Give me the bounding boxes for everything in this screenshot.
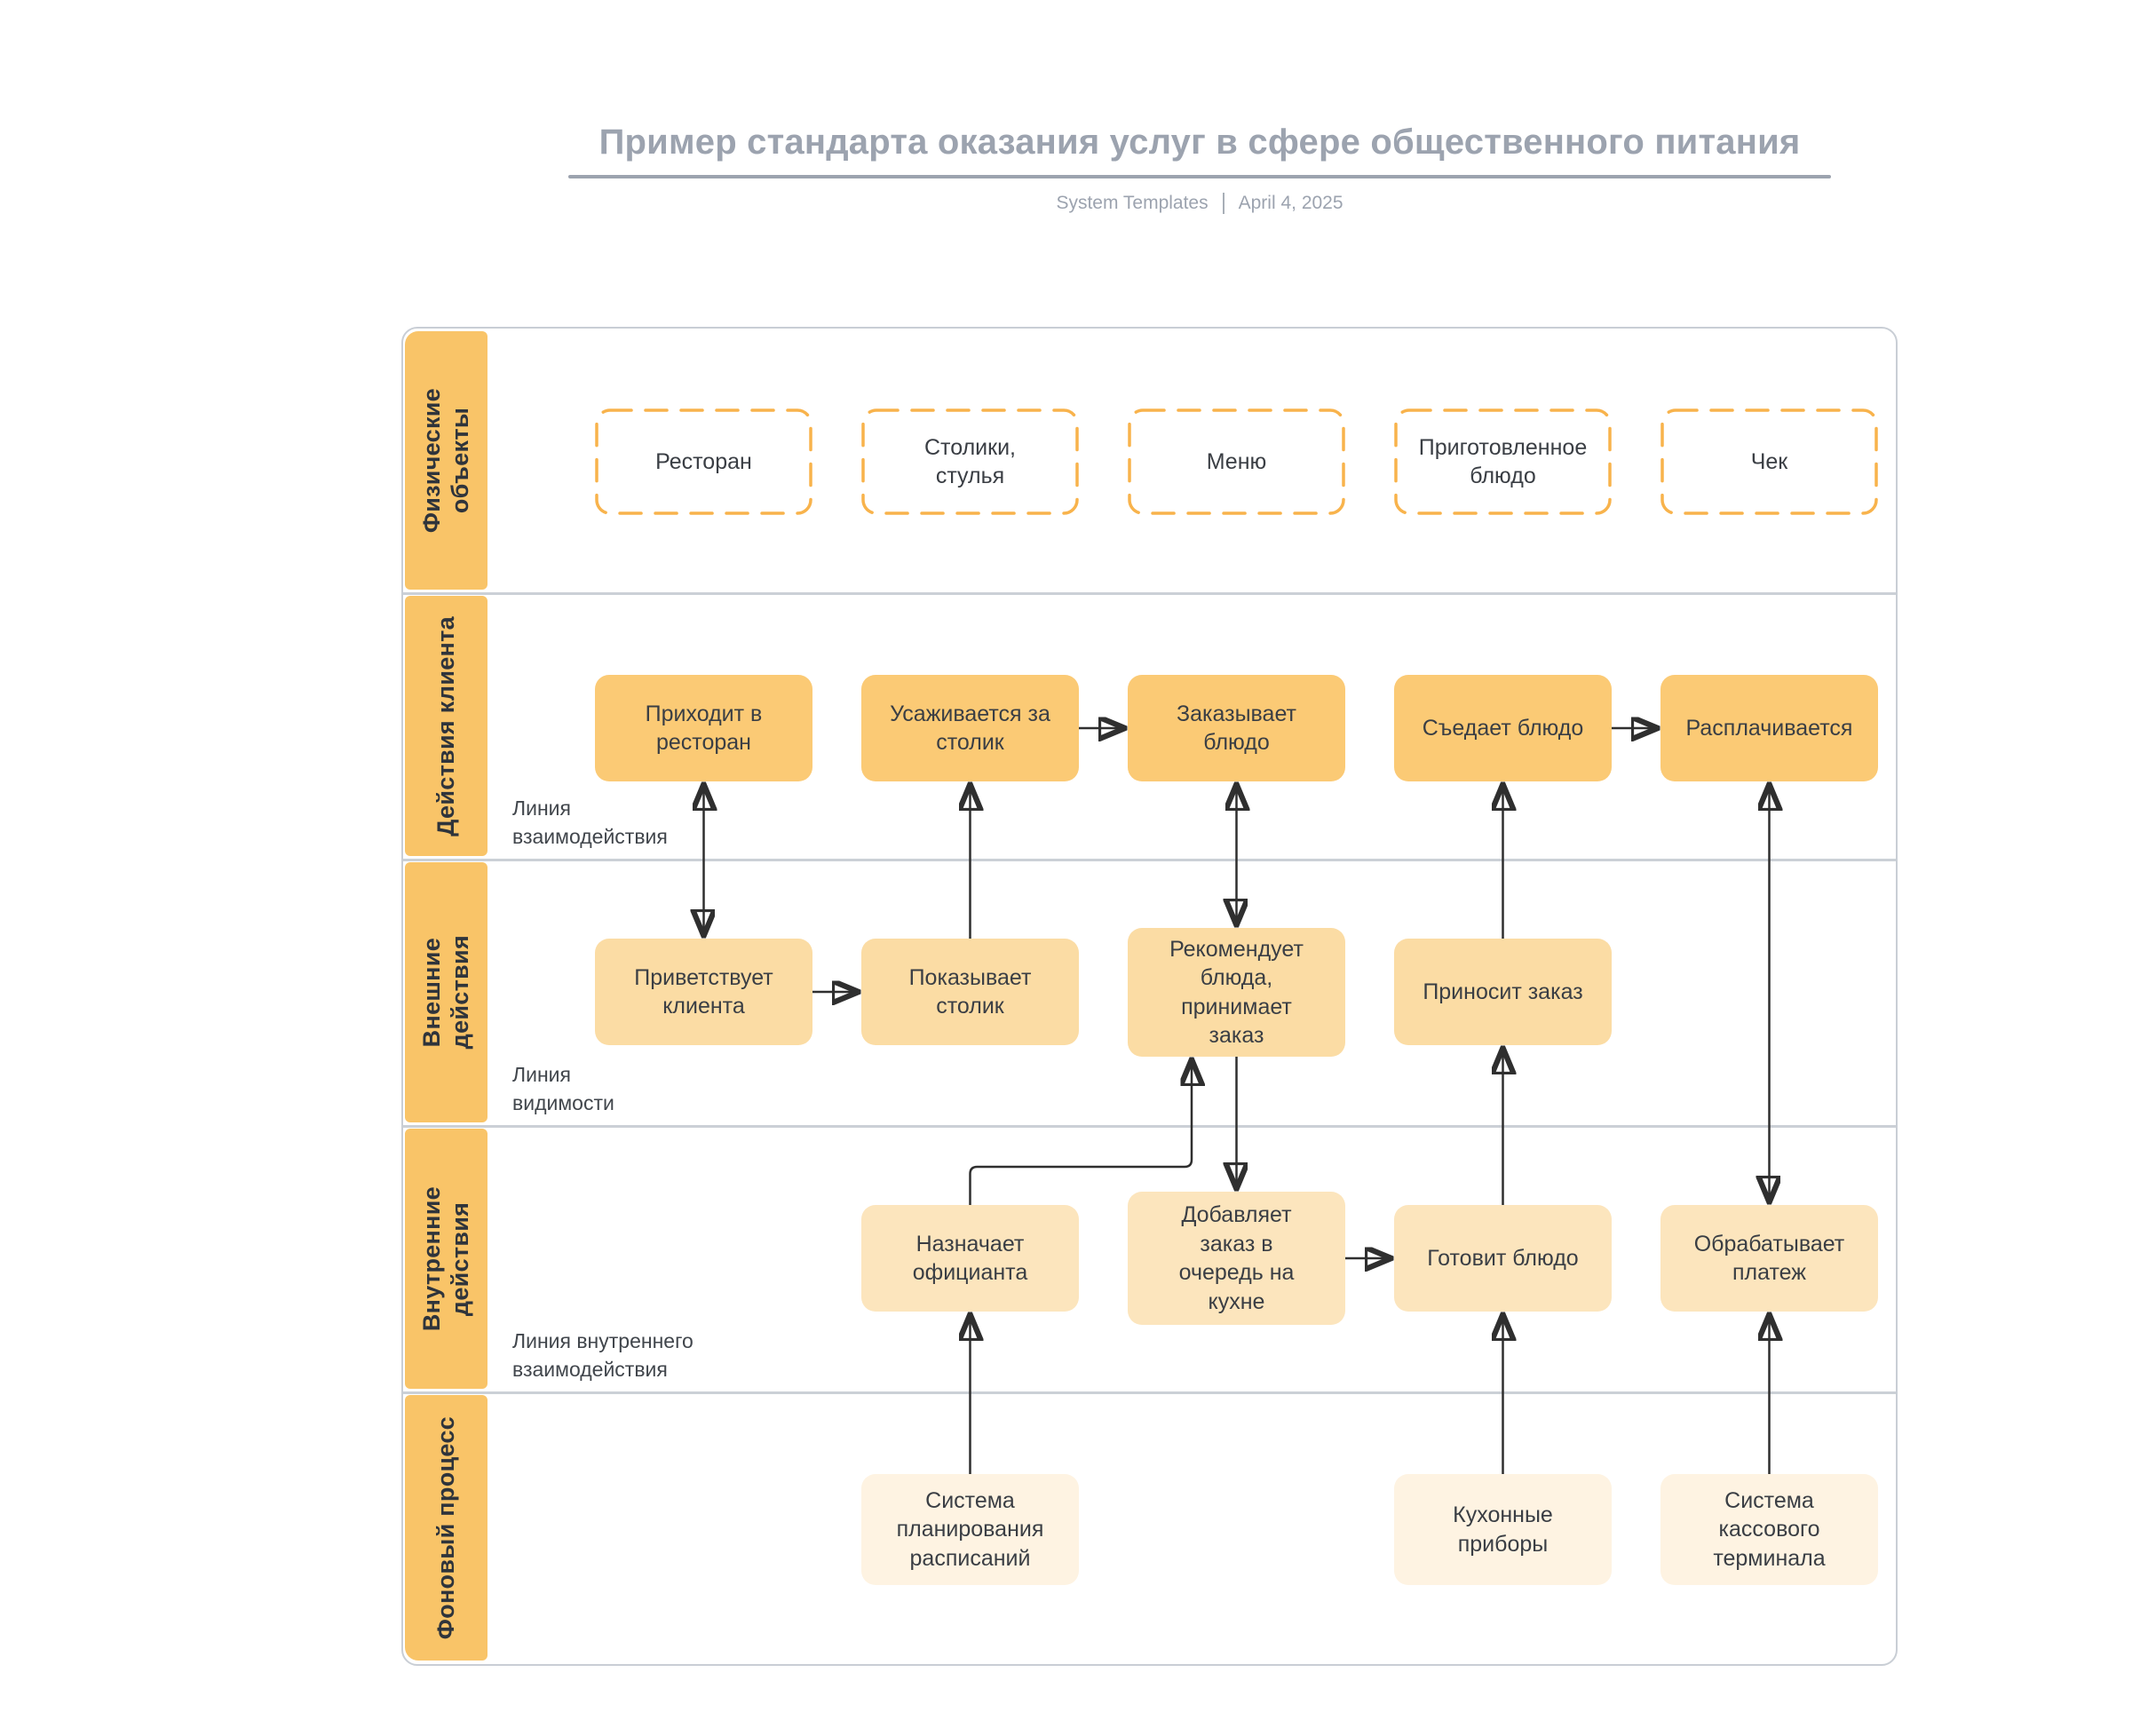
page-subtitle: System Templates April 4, 2025 [568,190,1831,217]
node-label: Заказывает блюдо [1177,701,1296,756]
node-label: Приветствует клиента [634,964,773,1019]
node-physical-restaurant: Ресторан [595,408,812,515]
node-recommends-takes-order: Рекомендует блюда, принимает заказ [1128,928,1345,1057]
node-customer-pays: Расплачивается [1660,675,1878,781]
node-label: Рекомендует блюда, принимает заказ [1169,936,1304,1049]
title-underline [568,175,1831,178]
node-physical-receipt: Чек [1660,408,1878,515]
lane-header-physical-objects: Физические объекты [405,331,487,590]
node-label: Готовит блюдо [1427,1245,1579,1271]
visibility-line-label: Линия видимости [512,1063,614,1115]
lane-separator-internal-line [403,1125,1896,1128]
lane-header-label: Внешние действия [417,935,473,1050]
node-label: Приготовленное блюдо [1418,434,1588,489]
lane-separator-support-line [403,1391,1896,1394]
node-physical-menu: Меню [1128,408,1345,515]
subtitle-date: April 4, 2025 [1238,193,1343,213]
node-customer-orders: Заказывает блюдо [1128,675,1345,781]
lane-header-label: Внутренние действия [417,1185,473,1332]
subtitle-divider [1222,193,1225,214]
node-label: Меню [1206,448,1267,474]
lane-separator-interaction-line [403,592,1896,595]
dashed-border [1394,408,1612,515]
node-customer-sits: Усаживается за столик [861,675,1079,781]
page-title: Пример стандарта оказания услуг в сфере … [598,123,1801,162]
blueprint-grid: Физические объекты Действия клиента Внеш… [401,327,1898,1666]
node-label: Назначает официанта [912,1231,1028,1286]
lane-header-label: Действия клиента [432,615,459,836]
node-label: Съедает блюдо [1422,715,1584,741]
lane-separator-visibility-line [403,859,1896,861]
node-adds-order-to-kitchen-queue: Добавляет заказ в очередь на кухне [1128,1192,1345,1325]
node-label: Система планирования расписаний [896,1487,1044,1571]
interaction-line-label: Линия взаимодействия [512,797,668,849]
internal-interaction-line-label: Линия внутреннего взаимодействия [512,1329,693,1382]
node-label: Приносит заказ [1423,979,1583,1004]
node-processes-payment: Обрабатывает платеж [1660,1205,1878,1312]
node-label: Столики, стулья [924,434,1016,489]
node-label: Приходит в ресторан [645,701,763,756]
node-label: Показывает столик [908,964,1032,1019]
node-brings-order: Приносит заказ [1394,939,1612,1045]
node-label: Обрабатывает платеж [1693,1231,1845,1286]
lane-header-support-process: Фоновый процесс [405,1395,487,1661]
node-label: Расплачивается [1685,715,1853,741]
node-pos-terminal-system: Система кассового терминала [1660,1474,1878,1585]
node-customer-arrives: Приходит в ресторан [595,675,812,781]
node-assigns-waiter: Назначает официанта [861,1205,1079,1312]
node-greets-customer: Приветствует клиента [595,939,812,1045]
node-label: Добавляет заказ в очередь на кухне [1178,1202,1295,1314]
node-customer-eats: Съедает блюдо [1394,675,1612,781]
dashed-border [1128,408,1345,515]
node-physical-prepared-dish: Приготовленное блюдо [1394,408,1612,515]
node-label: Система кассового терминала [1713,1487,1826,1571]
lane-header-frontstage-actions: Внешние действия [405,862,487,1122]
lane-header-label: Физические объекты [417,387,473,534]
dashed-border [861,408,1079,515]
node-shows-table: Показывает столик [861,939,1079,1045]
node-label: Чек [1750,448,1788,474]
dashed-border [595,408,812,515]
lane-header-backstage-actions: Внутренние действия [405,1129,487,1389]
node-label: Кухонные приборы [1453,1502,1553,1557]
dashed-border [1660,408,1878,515]
node-label: Усаживается за столик [890,701,1050,756]
lane-header-customer-actions: Действия клиента [405,596,487,856]
node-kitchen-appliances: Кухонные приборы [1394,1474,1612,1585]
subtitle-source: System Templates [1056,193,1209,213]
node-label: Ресторан [655,448,752,474]
arrow-assigns-waiter-to-recommends [969,1064,1193,1205]
node-scheduling-system: Система планирования расписаний [861,1474,1079,1585]
node-physical-tables-chairs: Столики, стулья [861,408,1079,515]
node-cooks-dish: Готовит блюдо [1394,1205,1612,1312]
lane-header-label: Фоновый процесс [432,1415,459,1640]
